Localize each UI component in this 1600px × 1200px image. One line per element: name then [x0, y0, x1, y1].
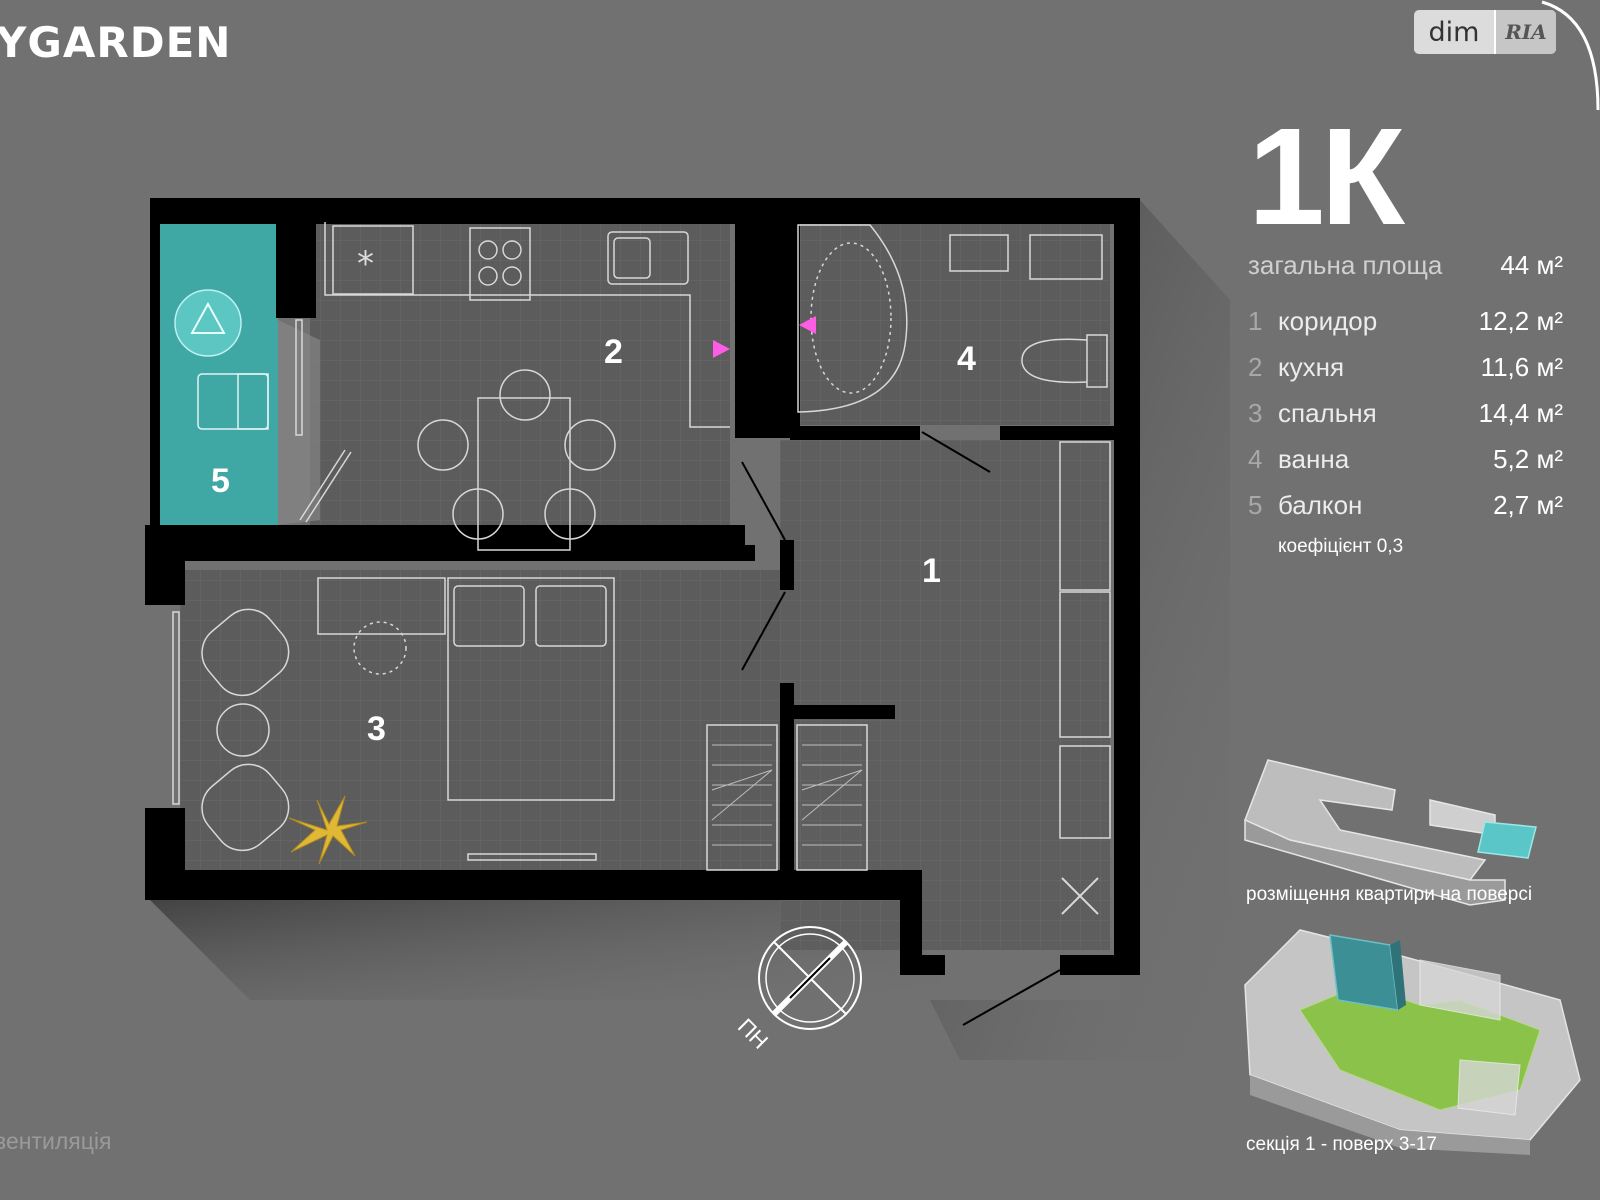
room-number-1: 1	[922, 552, 941, 590]
compass-icon	[758, 926, 862, 1030]
room-row: 4 ванна 5,2 м²	[1248, 444, 1563, 490]
room-row-area: 12,2 м²	[1478, 306, 1563, 336]
balcony-door	[295, 319, 352, 523]
room-row-area: 14,4 м²	[1478, 398, 1563, 428]
room-row: 5 балкон 2,7 м²	[1248, 490, 1563, 536]
total-area-label: загальна площа	[1248, 250, 1443, 280]
room-row: 1 коридор 12,2 м²	[1248, 306, 1563, 352]
area-table: загальна площа 44 м² 1 коридор 12,2 м² 2…	[1248, 250, 1563, 536]
room-row-area: 11,6 м²	[1480, 352, 1563, 382]
room-row-name: балкон	[1278, 490, 1363, 520]
walls	[145, 198, 1140, 975]
kitchen-counter	[324, 222, 730, 428]
room-number-3: 3	[367, 710, 386, 748]
room-row-number: 4	[1248, 444, 1263, 474]
room-row-number: 1	[1248, 306, 1263, 336]
wardrobe-hatch	[711, 744, 863, 846]
ventilation-marker	[713, 340, 730, 358]
dining-table	[417, 369, 616, 551]
badge-dim: dim	[1428, 16, 1480, 48]
room-row: 3 спальня 14,4 м²	[1248, 398, 1563, 444]
ventilation-note: вентиляція	[0, 1128, 112, 1154]
room-number-4: 4	[957, 340, 976, 378]
room-row-number: 3	[1248, 398, 1263, 428]
compass-label: ПН	[733, 1014, 773, 1054]
room-row-name: кухня	[1278, 352, 1345, 382]
total-area-value: 44 м²	[1500, 250, 1563, 280]
balcony-furniture	[174, 289, 269, 430]
plan-shadow	[930, 200, 1230, 1060]
floor-placement-caption: розміщення квартири на поверсі	[1246, 884, 1533, 905]
room-row-name: спальня	[1278, 398, 1377, 428]
room-row-name: коридор	[1278, 306, 1378, 336]
plant-icon	[288, 795, 368, 865]
brand-logo: YGARDEN	[0, 18, 232, 67]
floor-balcony	[158, 205, 278, 525]
section-3d-model	[1244, 929, 1581, 1155]
room-row-area: 2,7 м²	[1493, 490, 1563, 520]
floor-placement-map	[1244, 759, 1537, 906]
room-row: 2 кухня 11,6 м²	[1248, 352, 1563, 398]
corridor-wardrobe	[1059, 441, 1111, 915]
total-area-row: загальна площа 44 м²	[1248, 250, 1563, 306]
bathroom-fixtures	[797, 224, 1108, 413]
bedroom-furniture	[201, 577, 868, 871]
room-row-name: ванна	[1278, 444, 1350, 474]
room-row-number: 5	[1248, 490, 1263, 520]
coefficient-note: коефіцієнт 0,3	[1278, 536, 1404, 557]
badge-ria: RIA	[1494, 10, 1556, 54]
room-row-number: 2	[1248, 352, 1263, 382]
apartment-type: 1К	[1248, 100, 1405, 254]
plan-shadow-bottom	[150, 900, 950, 1000]
ventilation-marker	[799, 316, 816, 334]
room-row-area: 5,2 м²	[1493, 444, 1563, 474]
room-number-5: 5	[211, 462, 230, 500]
bedroom-window	[172, 611, 180, 805]
room-number-2: 2	[604, 333, 623, 371]
door-swings	[741, 431, 1061, 1026]
fridge-asterisk: *	[357, 244, 374, 284]
dim-ria-badge[interactable]: dim RIA	[1414, 10, 1556, 54]
section-caption: секція 1 - поверх 3-17	[1246, 1134, 1437, 1155]
corner-arc-decoration	[1541, 0, 1600, 111]
